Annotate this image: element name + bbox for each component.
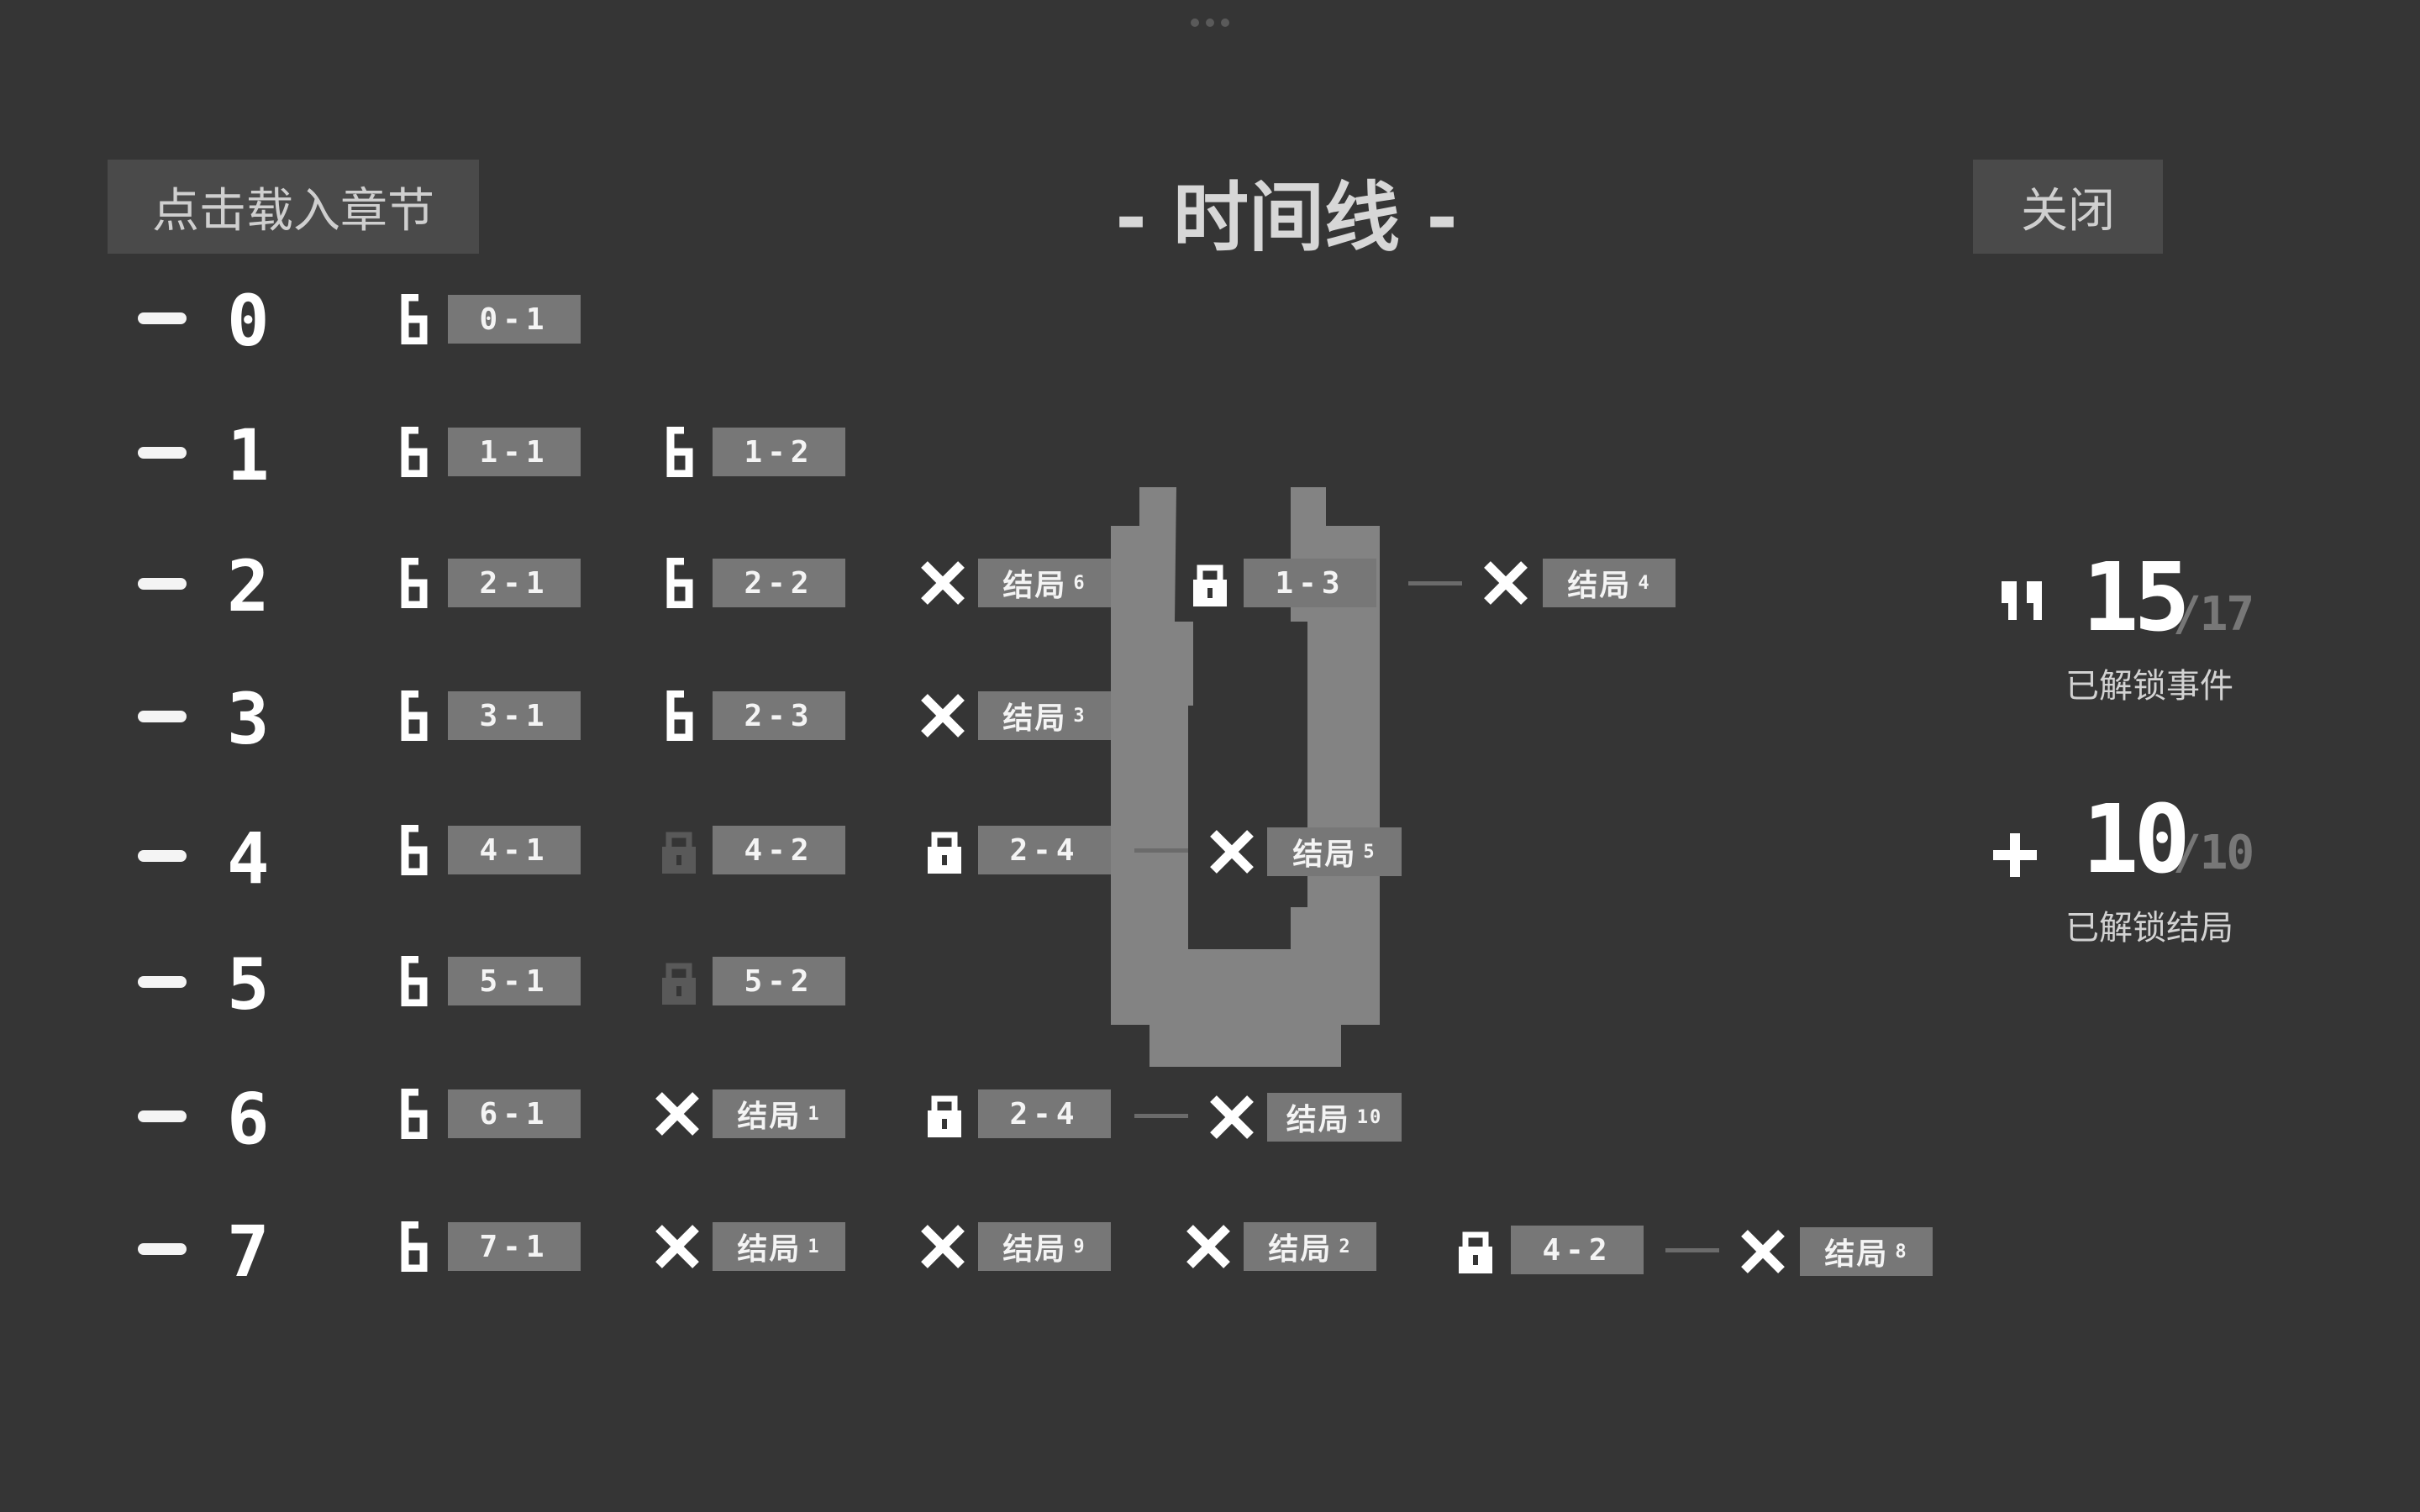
slash: /: [2173, 587, 2202, 642]
lock-icon: [923, 1085, 966, 1141]
cross-icon: [918, 1221, 968, 1272]
chapter-number[interactable]: 5: [227, 943, 270, 1026]
cross-icon: [652, 1221, 702, 1272]
close-button[interactable]: 关闭: [1973, 160, 2163, 254]
path-connector: [1408, 581, 1462, 585]
events-total: /17: [2173, 591, 2254, 638]
six-icon: [657, 689, 697, 743]
events-label: 已解锁事件: [2065, 667, 2233, 706]
chapter-number[interactable]: 1: [227, 414, 270, 496]
slash: /: [2173, 826, 2202, 880]
path-connector: [1134, 848, 1188, 853]
events-unlocked-count: 15: [2082, 543, 2191, 653]
event-node[interactable]: 4-2: [1511, 1226, 1644, 1274]
six-icon: [657, 556, 697, 610]
events-total-value: 17: [2199, 587, 2254, 642]
event-node[interactable]: 2-4: [978, 826, 1111, 874]
six-icon: [392, 954, 432, 1008]
event-node[interactable]: 2-3: [713, 691, 845, 740]
window-drag-handle[interactable]: [1186, 18, 1234, 29]
cross-icon: [918, 558, 968, 608]
event-node[interactable]: 3-1: [448, 691, 581, 740]
plus-icon: [1991, 832, 2039, 882]
chapter-dash: [138, 850, 187, 862]
event-node[interactable]: 5-1: [448, 957, 581, 1005]
lock-icon: [923, 822, 966, 877]
six-icon: [657, 425, 697, 479]
path-connector: [1665, 1248, 1719, 1252]
chapter-number[interactable]: 3: [227, 678, 270, 760]
chapter-dash: [138, 1110, 187, 1122]
chapter-dash: [138, 578, 187, 590]
chapter-number[interactable]: 2: [227, 545, 270, 627]
lock-icon: [657, 822, 701, 877]
event-node[interactable]: 4-1: [448, 826, 581, 874]
lock-icon: [657, 953, 701, 1008]
six-icon: [392, 689, 432, 743]
load-chapter-button[interactable]: 点击载入章节: [108, 160, 479, 254]
chapter-dash: [138, 1243, 187, 1255]
event-node[interactable]: 1-1: [448, 428, 581, 476]
six-icon: [392, 1220, 432, 1273]
six-icon: [392, 823, 432, 877]
chapter-number[interactable]: 0: [227, 280, 270, 362]
event-node[interactable]: 2-1: [448, 559, 581, 607]
cross-icon: [1481, 558, 1531, 608]
cross-icon: [1207, 1092, 1257, 1142]
event-node[interactable]: 6-1: [448, 1089, 581, 1138]
cross-icon: [1207, 827, 1257, 877]
six-icon: [392, 1087, 432, 1141]
event-node[interactable]: 0-1: [448, 295, 581, 344]
six-icon: [392, 292, 432, 346]
six-icon: [392, 425, 432, 479]
chapter-number[interactable]: 6: [227, 1078, 270, 1160]
event-node[interactable]: 1-2: [713, 428, 845, 476]
chapter-dash: [138, 312, 187, 324]
cross-icon: [1738, 1226, 1788, 1277]
cross-icon: [918, 690, 968, 741]
chapter-number[interactable]: 7: [227, 1210, 270, 1293]
chapter-dash: [138, 711, 187, 722]
event-node[interactable]: 7-1: [448, 1222, 581, 1271]
cross-icon: [652, 1089, 702, 1139]
path-connector: [1134, 1114, 1188, 1118]
endings-total: /10: [2173, 830, 2254, 877]
endings-total-value: 10: [2199, 826, 2254, 880]
six-icon: [392, 556, 432, 610]
lock-icon: [1454, 1221, 1497, 1277]
cross-icon: [1183, 1221, 1234, 1272]
event-node[interactable]: 2-2: [713, 559, 845, 607]
event-node[interactable]: 5-2: [713, 957, 845, 1005]
event-node[interactable]: 4-2: [713, 826, 845, 874]
chapter-number[interactable]: 4: [227, 817, 270, 900]
quote-icon: [2000, 580, 2047, 628]
chapter-dash: [138, 976, 187, 988]
lock-icon: [1188, 554, 1232, 610]
chapter-dash: [138, 447, 187, 459]
loading-overlay-shape: [1111, 487, 1380, 1067]
endings-label: 已解锁结局: [2065, 909, 2233, 948]
event-node[interactable]: 1-3: [1244, 559, 1376, 607]
page-title: - 时间线 -: [1115, 174, 1458, 262]
event-node[interactable]: 2-4: [978, 1089, 1111, 1138]
endings-unlocked-count: 10: [2082, 785, 2191, 895]
